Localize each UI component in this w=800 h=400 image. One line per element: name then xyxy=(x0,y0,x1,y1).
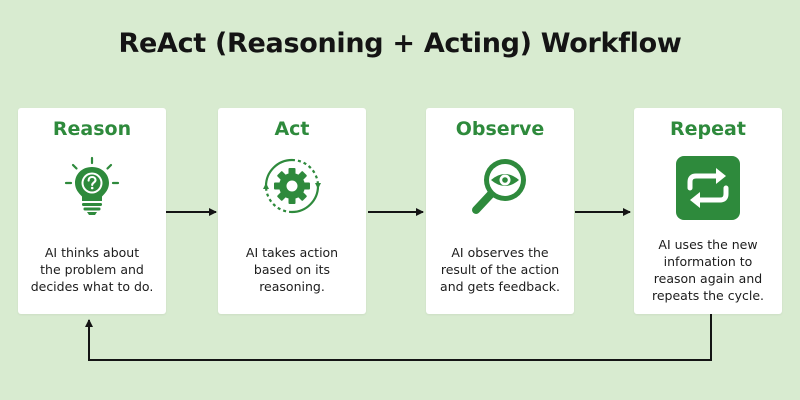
arrow-repeat-loop-back xyxy=(85,314,712,361)
lightbulb-question-icon xyxy=(62,156,122,216)
magnifier-eye-icon xyxy=(470,156,530,216)
diagram-title: ReAct (Reasoning + Acting) Workflow xyxy=(118,28,682,59)
card-title-observe: Observe xyxy=(455,118,545,140)
card-repeat: Repeat AI uses the new information to re… xyxy=(634,108,782,314)
gear-cycle-icon xyxy=(262,156,322,216)
card-title-repeat: Repeat xyxy=(670,118,746,140)
card-reason: Reason AI thinks about the problem and d… xyxy=(18,108,166,314)
card-text-observe: AI observes the result of the action and… xyxy=(440,245,560,294)
card-text-repeat: AI uses the new information to reason ag… xyxy=(652,237,764,303)
card-act: Act xyxy=(218,108,366,314)
card-observe: Observe AI observes the result of the ac… xyxy=(426,108,574,314)
card-title-reason: Reason xyxy=(52,118,132,140)
card-text-act: AI takes action based on its reasoning. xyxy=(245,245,339,294)
repeat-arrows-icon xyxy=(676,156,740,220)
card-title-act: Act xyxy=(274,118,310,140)
card-text-reason: AI thinks about the problem and decides … xyxy=(30,245,154,294)
